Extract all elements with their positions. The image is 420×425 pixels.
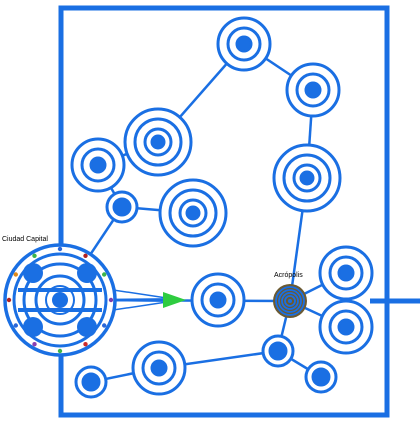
- node-south-small[interactable]: [261, 334, 295, 368]
- gem-icon: [13, 323, 18, 328]
- node-small-west[interactable]: [70, 137, 126, 193]
- gem-icon: [108, 297, 114, 303]
- army-arrow-icon: [163, 292, 186, 308]
- city-wall: [58, 5, 390, 418]
- node-tower-east[interactable]: [272, 143, 342, 213]
- acropolis-node[interactable]: [273, 284, 307, 318]
- node-southeast[interactable]: [304, 360, 338, 394]
- node-south-mid[interactable]: [131, 340, 187, 396]
- node-east-top[interactable]: [318, 245, 374, 301]
- gem-icon: [57, 246, 63, 252]
- tower-icon: [23, 263, 43, 283]
- node-mini-west[interactable]: [105, 190, 139, 224]
- tower-icon: [23, 317, 43, 337]
- node-southwest[interactable]: [74, 365, 108, 399]
- node-east-bottom[interactable]: [318, 299, 374, 355]
- capital-city[interactable]: [3, 243, 117, 357]
- tower-icon: [77, 317, 97, 337]
- capital-label: Ciudad Capital: [2, 236, 48, 243]
- node-center[interactable]: [158, 178, 228, 248]
- tower-icon: [77, 263, 97, 283]
- node-north[interactable]: [216, 16, 272, 72]
- acropolis-label: Acrópolis: [274, 272, 303, 279]
- node-gate-east[interactable]: [190, 272, 246, 328]
- district-nodes: [70, 16, 374, 399]
- gem-icon: [6, 297, 12, 303]
- node-northeast[interactable]: [285, 62, 341, 118]
- gem-icon: [57, 348, 63, 354]
- gem-icon: [102, 272, 107, 277]
- node-large-west[interactable]: [123, 107, 193, 177]
- gem-icon: [32, 253, 37, 258]
- gem-icon: [83, 342, 88, 347]
- gem-icon: [32, 342, 37, 347]
- gem-icon: [83, 253, 88, 258]
- gem-icon: [102, 323, 107, 328]
- gem-icon: [13, 272, 18, 277]
